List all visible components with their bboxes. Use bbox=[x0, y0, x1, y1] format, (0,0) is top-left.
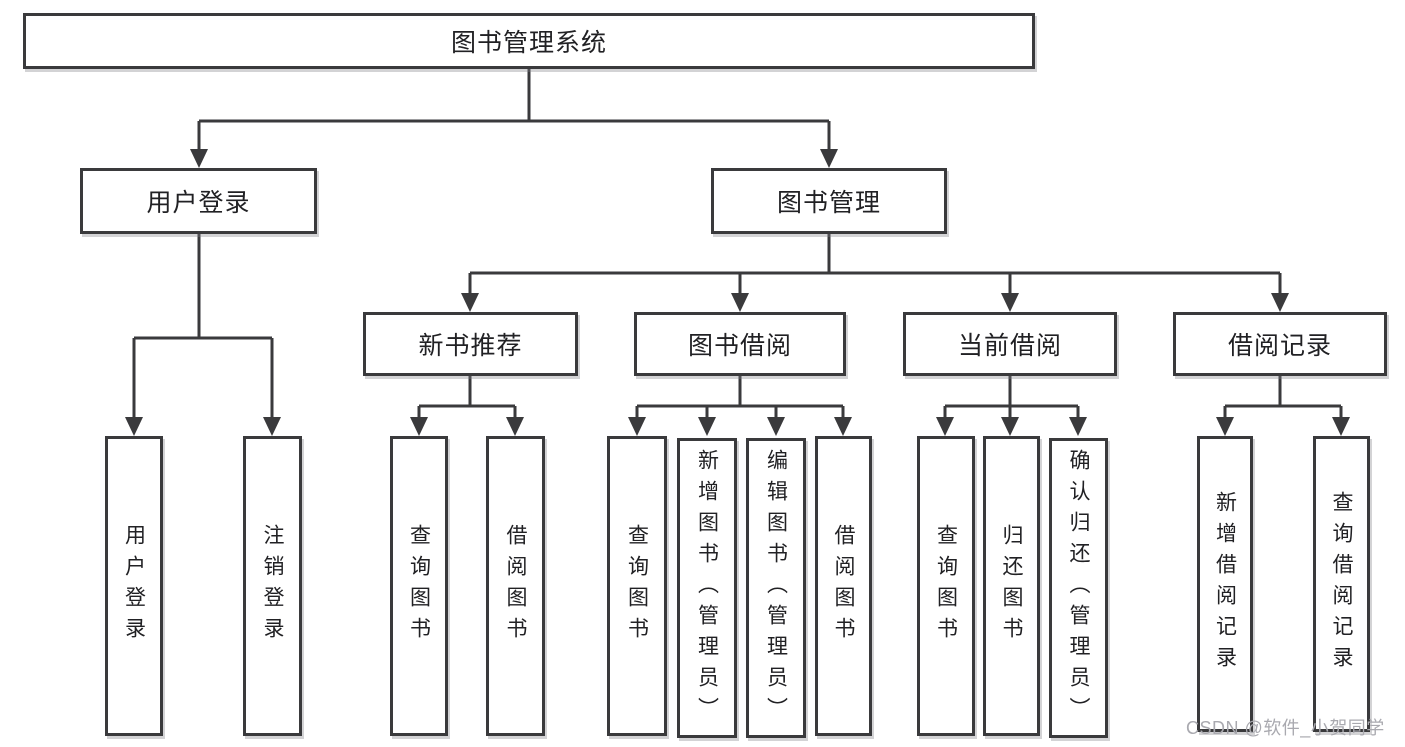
arrow-down-icon bbox=[1271, 293, 1289, 312]
node-current-borrowing: 当前借阅 bbox=[903, 312, 1117, 376]
node-leaf-query-books-recommend: 查询图书 bbox=[390, 436, 448, 736]
node-leaf-return-books: 归还图书 bbox=[983, 436, 1040, 736]
node-leaf-user-login: 用户登录 bbox=[105, 436, 163, 736]
connector-user-login-to-leaves bbox=[132, 234, 274, 419]
connector-root-to-level2 bbox=[197, 69, 831, 151]
node-label: 借阅图书 bbox=[504, 524, 527, 648]
arrow-down-icon bbox=[1001, 417, 1019, 436]
arrow-down-icon bbox=[1216, 417, 1234, 436]
node-book-borrowing: 图书借阅 bbox=[634, 312, 846, 376]
arrow-down-icon bbox=[125, 417, 143, 436]
arrow-down-icon bbox=[767, 417, 785, 436]
node-borrow-records: 借阅记录 bbox=[1173, 312, 1387, 376]
node-leaf-query-borrow-record: 查询借阅记录 bbox=[1313, 436, 1370, 732]
node-label: 查询借阅记录 bbox=[1330, 491, 1353, 677]
node-label: 编辑图书（管理员） bbox=[764, 448, 788, 728]
arrow-down-icon bbox=[834, 417, 852, 436]
connector-new-book-rec-to-leaves bbox=[417, 376, 517, 419]
node-label: 图书管理 bbox=[776, 189, 881, 217]
node-label: 图书管理系统 bbox=[450, 29, 607, 57]
arrow-down-icon bbox=[628, 417, 646, 436]
node-leaf-logout: 注销登录 bbox=[243, 436, 302, 736]
node-leaf-confirm-return-admin: 确认归还（管理员） bbox=[1049, 438, 1108, 738]
node-label: 归还图书 bbox=[1000, 524, 1023, 648]
node-label: 借阅记录 bbox=[1227, 332, 1332, 360]
arrow-down-icon bbox=[410, 417, 428, 436]
node-label: 新增图书（管理员） bbox=[695, 448, 719, 728]
node-label: 确认归还（管理员） bbox=[1067, 448, 1090, 728]
arrow-down-icon bbox=[1332, 417, 1350, 436]
node-label: 用户登录 bbox=[146, 189, 251, 217]
node-leaf-query-books-current: 查询图书 bbox=[917, 436, 975, 736]
arrow-down-icon bbox=[1001, 293, 1019, 312]
node-root: 图书管理系统 bbox=[23, 13, 1035, 69]
node-new-book-recommend: 新书推荐 bbox=[363, 312, 578, 376]
connector-borrow-records-to-leaves bbox=[1223, 376, 1343, 419]
node-label: 新书推荐 bbox=[418, 332, 523, 360]
node-label: 查询图书 bbox=[934, 524, 958, 648]
arrow-down-icon bbox=[698, 417, 716, 436]
arrowheads bbox=[125, 149, 1350, 436]
connector-book-mgmt-to-level3 bbox=[468, 234, 1282, 295]
arrow-down-icon bbox=[936, 417, 954, 436]
arrow-down-icon bbox=[506, 417, 524, 436]
node-label: 借阅图书 bbox=[832, 524, 855, 648]
node-user-login: 用户登录 bbox=[80, 168, 317, 234]
node-leaf-add-books-admin: 新增图书（管理员） bbox=[677, 438, 737, 738]
watermark: CSDN @软件_小贺同学 bbox=[1186, 718, 1385, 738]
node-label: 查询图书 bbox=[625, 524, 649, 648]
connector-current-borrow-to-leaves bbox=[943, 376, 1080, 419]
node-leaf-borrow-books-borrowing: 借阅图书 bbox=[815, 436, 872, 736]
node-label: 当前借阅 bbox=[957, 332, 1062, 360]
node-label: 查询图书 bbox=[407, 524, 431, 648]
node-leaf-borrow-books-recommend: 借阅图书 bbox=[486, 436, 545, 736]
arrow-down-icon bbox=[461, 293, 479, 312]
node-leaf-edit-books-admin: 编辑图书（管理员） bbox=[746, 438, 806, 738]
connector-book-borrow-to-leaves bbox=[635, 376, 845, 419]
node-label: 图书借阅 bbox=[687, 332, 792, 360]
arrow-down-icon bbox=[1069, 417, 1087, 436]
node-label: 注销登录 bbox=[261, 524, 284, 648]
connector-lines bbox=[132, 69, 1343, 419]
node-book-management: 图书管理 bbox=[711, 168, 947, 234]
arrow-down-icon bbox=[731, 293, 749, 312]
node-label: 用户登录 bbox=[122, 524, 146, 648]
node-leaf-query-books-borrowing: 查询图书 bbox=[607, 436, 667, 736]
arrow-down-icon bbox=[263, 417, 281, 436]
arrow-down-icon bbox=[820, 149, 838, 168]
node-label: 新增借阅记录 bbox=[1213, 491, 1237, 677]
node-leaf-add-borrow-record: 新增借阅记录 bbox=[1197, 436, 1253, 732]
arrow-down-icon bbox=[190, 149, 208, 168]
